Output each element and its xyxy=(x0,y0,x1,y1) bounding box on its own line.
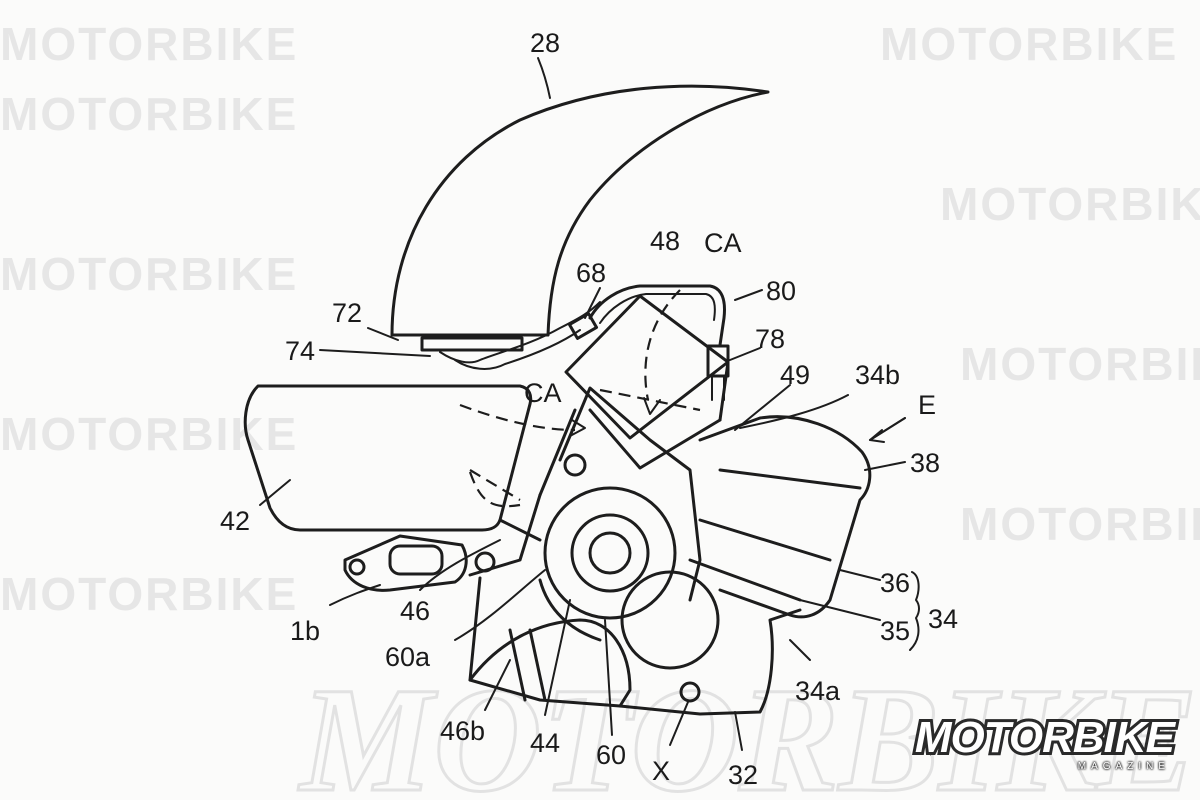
part-72-plate xyxy=(420,336,524,352)
part-80-pipe xyxy=(588,284,726,347)
label-34b: 34b xyxy=(855,360,900,390)
ghost-brand-8: MOTORBIKE xyxy=(960,338,1200,390)
part-48-canister xyxy=(564,294,730,470)
ghost-brand-1: MOTORBIKE xyxy=(0,18,298,70)
label-49: 49 xyxy=(780,360,810,390)
ghost-brand-3: MOTORBIKE xyxy=(0,248,298,300)
label-34: 34 xyxy=(928,604,958,634)
part-60-crank xyxy=(538,486,677,642)
label-80: 80 xyxy=(766,276,796,306)
label-1b: 1b xyxy=(290,616,320,646)
label-42: 42 xyxy=(220,506,250,536)
ghost-brand-large: MOTORBIKE xyxy=(298,657,1198,800)
label-x: X xyxy=(652,756,670,786)
leader-lines xyxy=(259,57,906,751)
ghost-brand-6: MOTORBIKE xyxy=(880,18,1178,70)
label-ca-left: CA xyxy=(524,378,562,408)
part-28-seat xyxy=(390,84,770,352)
part-78-fitting xyxy=(706,344,730,401)
label-e: E xyxy=(918,390,936,420)
brand-logo-name: MOTORBIKE xyxy=(912,712,1178,764)
axis-ca-lines xyxy=(459,289,701,501)
label-32: 32 xyxy=(728,760,758,790)
label-44: 44 xyxy=(530,728,560,758)
label-72: 72 xyxy=(332,298,362,328)
ghost-brand-7: MOTORBIKE xyxy=(940,178,1200,230)
brand-logo: MOTORBIKE MAGAZINE xyxy=(904,712,1178,773)
part-1b-frame-mount xyxy=(343,534,496,592)
part-32-crankcase xyxy=(468,570,802,716)
arrow-e xyxy=(869,417,906,443)
brace-34 xyxy=(909,571,920,651)
ghost-brand-2: MOTORBIKE xyxy=(0,88,298,140)
label-38: 38 xyxy=(910,448,940,478)
part-34-cylinder-assembly xyxy=(688,415,872,619)
label-46: 46 xyxy=(400,596,430,626)
label-74: 74 xyxy=(285,336,315,366)
label-ca-top: CA xyxy=(704,228,742,258)
part-68-connector xyxy=(567,312,599,340)
label-34a: 34a xyxy=(795,676,841,706)
ghost-brand-9: MOTORBIKE xyxy=(960,498,1200,550)
label-28: 28 xyxy=(530,28,560,58)
label-78: 78 xyxy=(755,324,785,354)
label-48: 48 xyxy=(650,226,680,256)
label-46b: 46b xyxy=(440,716,485,746)
brand-logo-tagline: MAGAZINE xyxy=(1077,761,1170,772)
label-68: 68 xyxy=(576,258,606,288)
ghost-brand-4: MOTORBIKE xyxy=(0,408,298,460)
label-60a: 60a xyxy=(385,642,431,672)
label-36: 36 xyxy=(880,568,910,598)
reference-labels: 28 72 74 68 48 CA 80 78 49 34b E CA 38 4… xyxy=(220,28,958,790)
ghost-brand-5: MOTORBIKE xyxy=(0,568,298,620)
label-35: 35 xyxy=(880,616,910,646)
label-60: 60 xyxy=(596,740,626,770)
part-42-airbox xyxy=(243,384,533,532)
